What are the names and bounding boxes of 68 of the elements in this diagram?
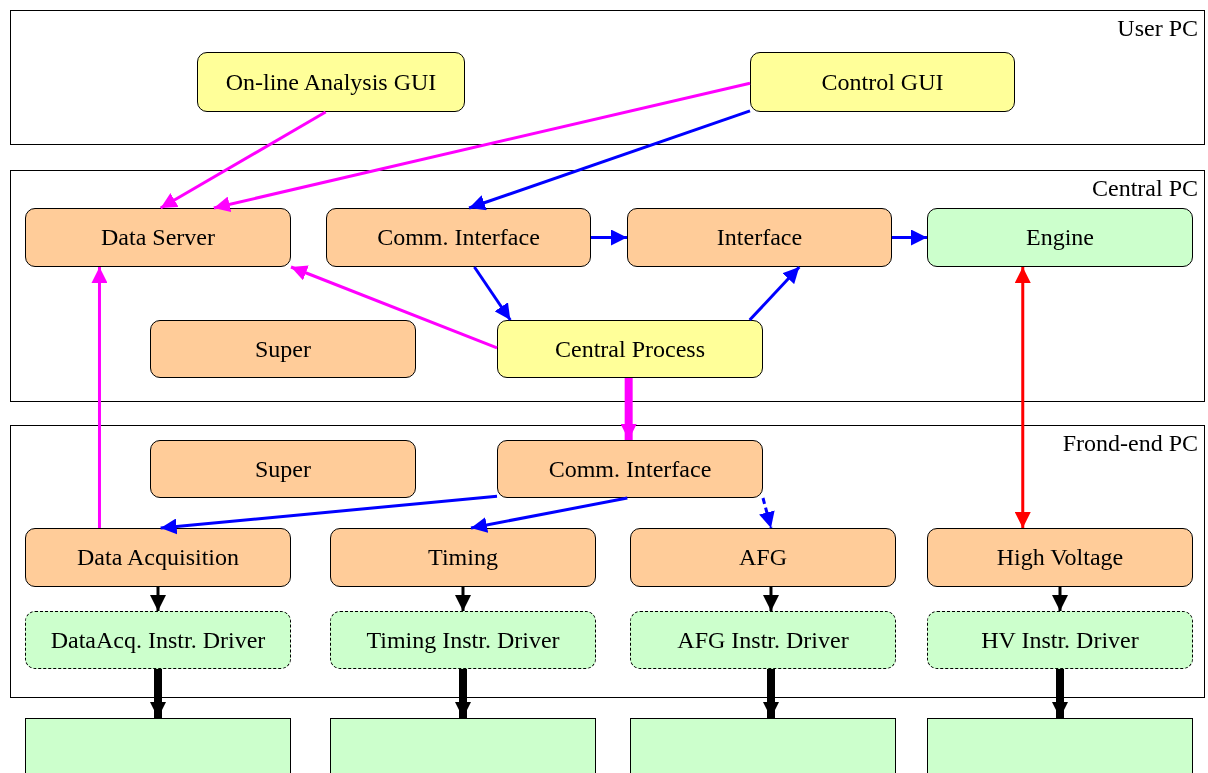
box-label: AFG [739, 544, 787, 571]
box-label: Super [255, 455, 311, 483]
box-label: Engine [1026, 224, 1094, 251]
arrow [763, 669, 779, 718]
arrow [159, 110, 327, 210]
process-box [25, 208, 291, 267]
arrow [468, 109, 751, 211]
process-box [927, 528, 1193, 587]
arrow [160, 494, 498, 535]
arrow [213, 81, 751, 213]
box-label: Interface [716, 224, 803, 251]
arrow [473, 266, 512, 321]
arrow [620, 378, 637, 440]
process-box [197, 52, 465, 112]
box-label: HV Instr. Driver [981, 626, 1139, 654]
arrow [455, 669, 471, 718]
process-box [627, 208, 892, 267]
device-box [330, 718, 596, 773]
box-label: Data Server [101, 224, 215, 251]
box-label: Timing Instr. Driver [366, 626, 560, 654]
arrow [1052, 669, 1068, 718]
group-title: Frond-end PC [1062, 430, 1198, 457]
box-label: DataAcq. Instr. Driver [50, 626, 266, 654]
arrow [748, 265, 801, 322]
arrow [1052, 587, 1068, 611]
arrow [91, 267, 108, 528]
driver-box [25, 611, 291, 669]
arrow [591, 229, 627, 246]
arrow [763, 587, 779, 611]
box-label: On-line Analysis GUI [225, 68, 437, 96]
arrow [290, 265, 498, 350]
box-label: Timing [428, 544, 498, 571]
driver-box [330, 611, 596, 669]
arrow [892, 229, 927, 246]
process-box [497, 440, 763, 498]
computer-group-frame [10, 10, 1205, 145]
computer-group-frame [10, 170, 1205, 402]
process-box [330, 528, 596, 587]
device-box [25, 718, 291, 773]
arrow [455, 587, 471, 611]
box-label: Control GUI [821, 68, 944, 96]
box-label: High Voltage [996, 544, 1124, 571]
group-title: User PC [1117, 15, 1198, 42]
computer-group-frame [10, 425, 1205, 698]
process-box [150, 320, 416, 378]
process-box [497, 320, 763, 378]
arrow [1014, 267, 1031, 528]
driver-box [630, 611, 896, 669]
box-label: Comm. Interface [548, 455, 712, 483]
process-box [630, 528, 896, 587]
arrow [470, 496, 628, 533]
process-box [150, 440, 416, 498]
process-box [25, 528, 291, 587]
process-box [326, 208, 591, 267]
driver-box [927, 611, 1193, 669]
group-title: Central PC [1092, 175, 1198, 202]
device-box [927, 718, 1193, 773]
arrow [759, 497, 775, 529]
box-label: Central Process [555, 335, 705, 363]
arrow [150, 587, 166, 611]
process-box [927, 208, 1193, 267]
box-label: Comm. Interface [377, 224, 540, 251]
process-box [750, 52, 1015, 112]
arrow [150, 669, 166, 718]
device-box [630, 718, 896, 773]
box-label: Super [255, 335, 311, 363]
box-label: AFG Instr. Driver [677, 626, 849, 654]
box-label: Data Acquisition [77, 544, 239, 571]
